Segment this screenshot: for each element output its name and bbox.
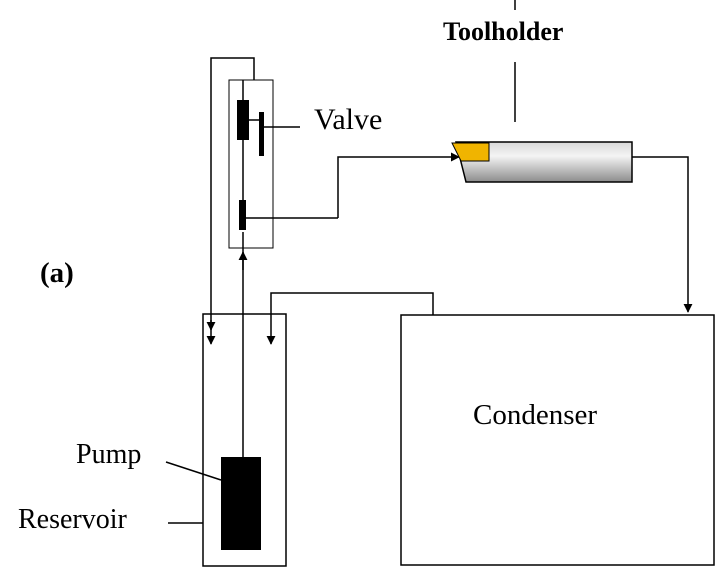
coolant-to-condenser — [632, 156, 693, 313]
condenser-return-line — [266, 292, 434, 345]
pump-body — [221, 457, 261, 550]
pump-label: Pump — [76, 439, 141, 470]
valve-body — [237, 100, 249, 140]
valve-handle — [259, 112, 264, 156]
return-line-left — [206, 57, 255, 331]
condenser-label: Condenser — [473, 399, 597, 431]
condenser-box — [400, 314, 715, 566]
coolant-to-toolholder — [337, 152, 460, 218]
reservoir-label: Reservoir — [18, 504, 128, 535]
valve-housing — [228, 79, 274, 249]
toolholder-label: Toolholder — [443, 17, 563, 46]
valve-label: Valve — [314, 103, 382, 136]
tee-fitting — [239, 200, 246, 230]
toolholder-body — [455, 141, 633, 183]
reservoir-tank — [202, 313, 287, 567]
pump-leader — [165, 461, 222, 481]
cutting-insert — [451, 142, 490, 162]
figure-tag: (a) — [40, 257, 74, 289]
